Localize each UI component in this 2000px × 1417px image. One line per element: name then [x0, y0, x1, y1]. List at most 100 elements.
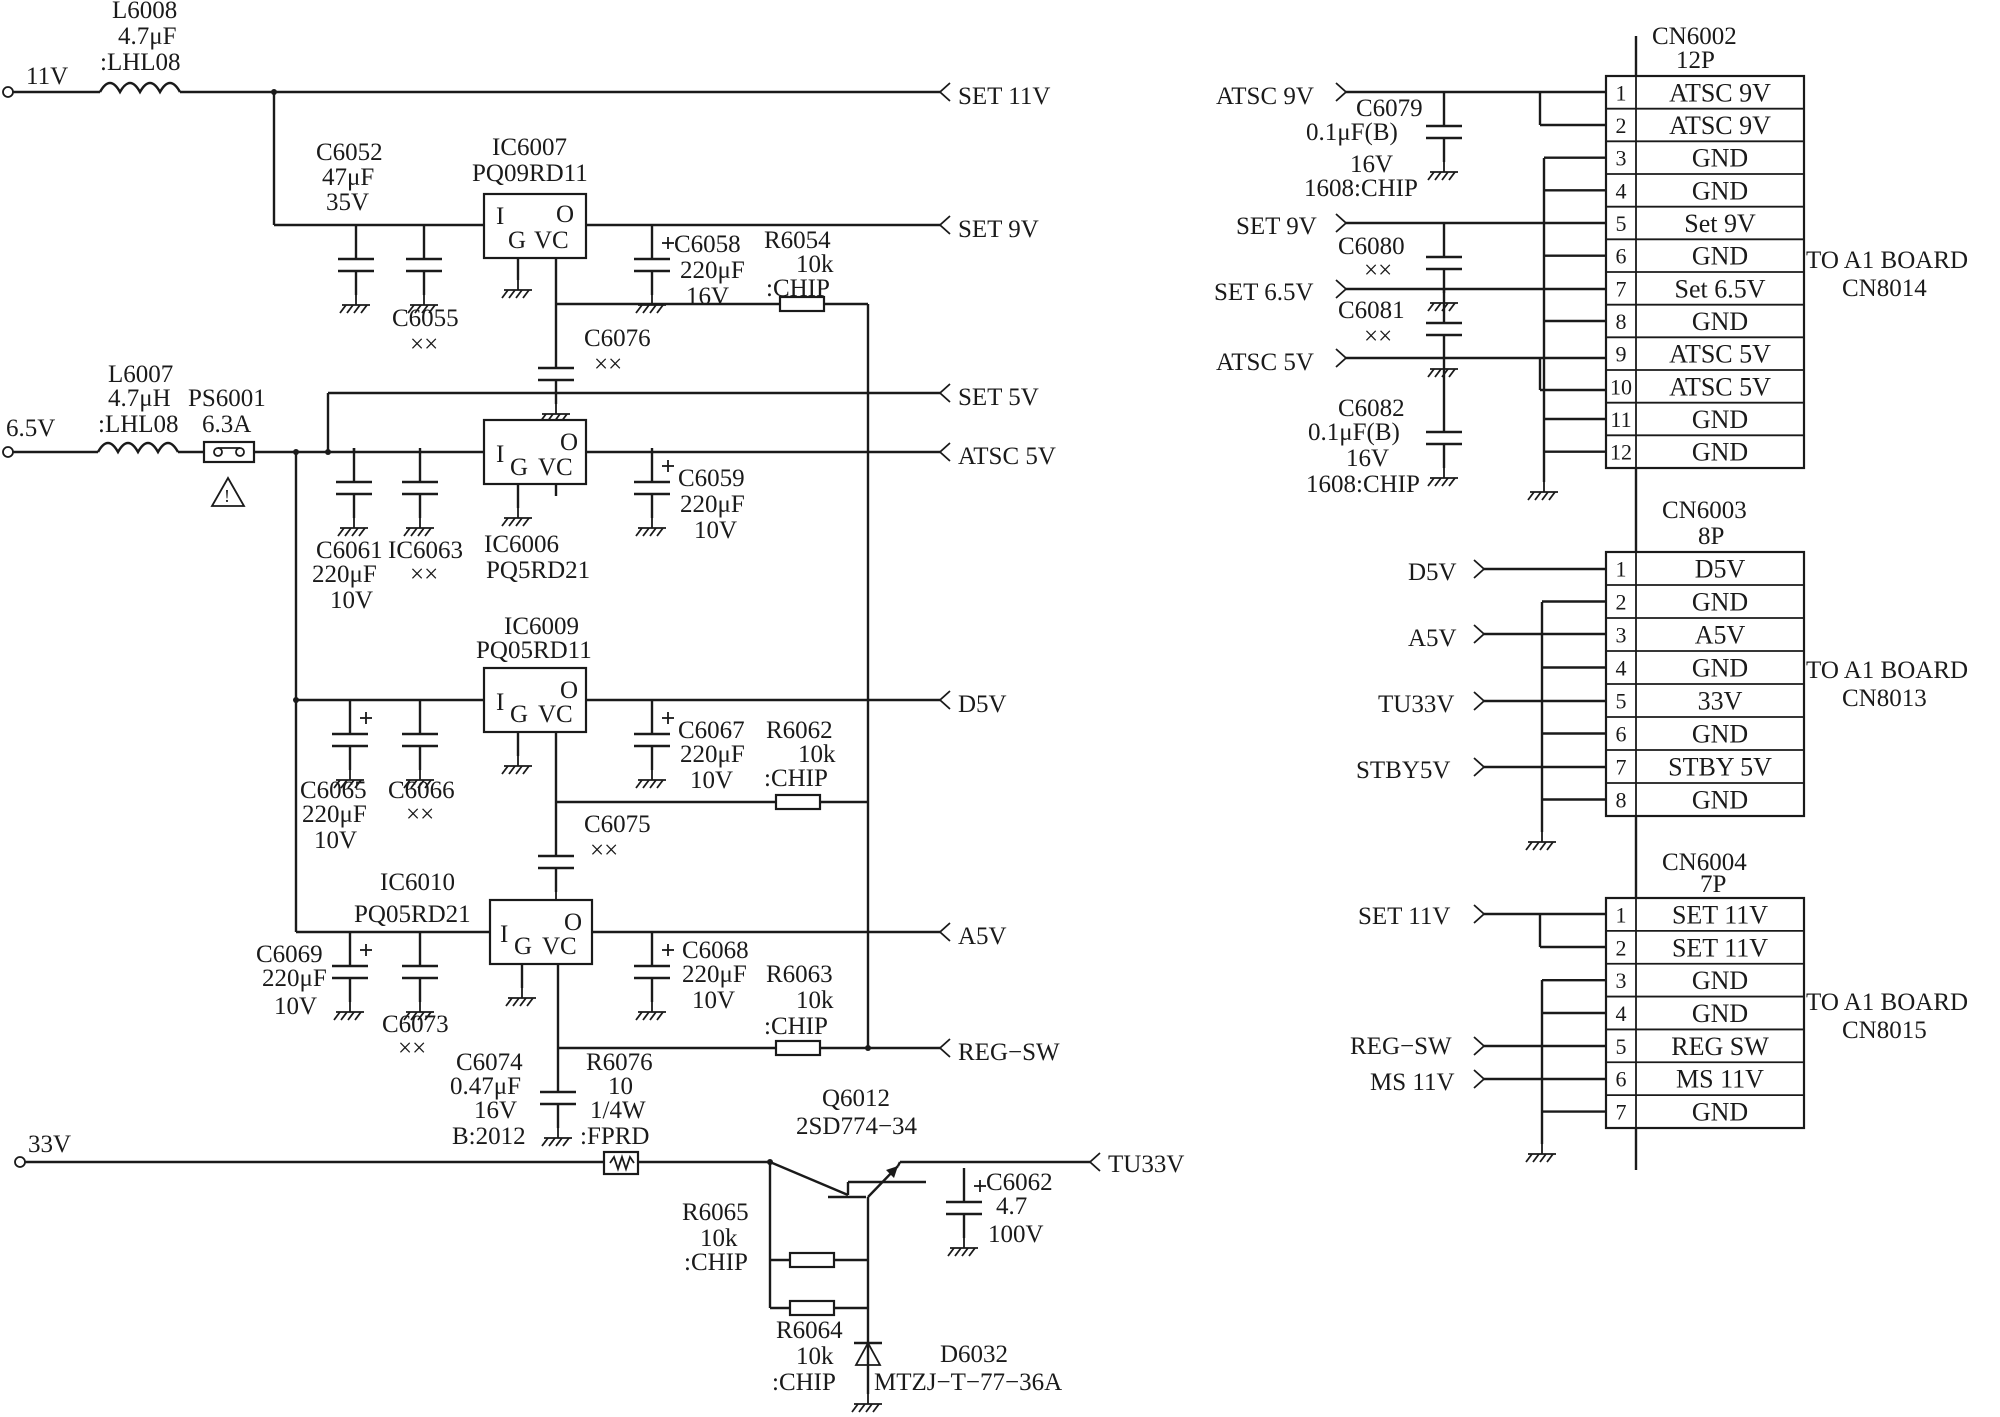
connector-pin-name: A5V	[1695, 621, 1746, 650]
c6075-ref: C6075	[584, 811, 651, 838]
terminal-33v	[14, 1156, 26, 1168]
terminal-11v	[2, 86, 14, 98]
l6007-value: 4.7μH	[108, 385, 171, 412]
svg-text:VC: VC	[534, 227, 569, 254]
c6069-ref: C6069	[256, 941, 323, 968]
signal-atsc9v: ATSC 9V	[1216, 83, 1314, 110]
c6074-voltage: 16V	[474, 1097, 517, 1124]
c6067-voltage: 10V	[690, 767, 733, 794]
connector-pin-number: 6	[1616, 244, 1627, 269]
signal-reg-sw: REG−SW	[1350, 1033, 1452, 1060]
capacitor-c6066	[402, 700, 438, 788]
r6063-value: 10k	[796, 987, 834, 1014]
c6052-value: 47μF	[322, 164, 374, 191]
capacitor-c6073	[402, 932, 438, 1020]
connector-pin-number: 4	[1616, 178, 1627, 203]
connector-pin-number: 5	[1616, 211, 1627, 236]
c6074-ref: C6074	[456, 1049, 523, 1076]
connector-pin-name: Set 9V	[1684, 209, 1756, 238]
r6054-type: :CHIP	[766, 275, 830, 302]
c6059-voltage: 10V	[694, 517, 737, 544]
signal-set65v: SET 6.5V	[1214, 279, 1314, 306]
c6074-type: B:2012	[452, 1123, 526, 1150]
c6065-voltage: 10V	[314, 827, 357, 854]
ic6007-ref: IC6007	[492, 134, 567, 161]
capacitor-c6075	[538, 822, 574, 910]
connector-pin-number: 6	[1616, 1067, 1627, 1092]
connector-pin-name: ATSC 9V	[1669, 78, 1771, 107]
c6067-ref: C6067	[678, 717, 745, 744]
ic6009-type: PQ05RD11	[476, 637, 592, 664]
r6065-ref: R6065	[682, 1199, 749, 1226]
cn6004-pin-count: 7P	[1700, 871, 1726, 898]
svg-text:VC: VC	[538, 454, 573, 481]
rail-33v: 33V R6076 10 1/4W :FPRD	[14, 1049, 849, 1308]
signal-ms11v: MS 11V	[1370, 1069, 1455, 1096]
connector-pin-number: 2	[1616, 590, 1627, 615]
output-set11v: SET 11V	[958, 83, 1050, 110]
output-atsc5v: ATSC 5V	[958, 443, 1056, 470]
c6081-ref: C6081	[1338, 297, 1405, 324]
c6063-value: ××	[410, 561, 438, 588]
svg-text:I: I	[496, 689, 504, 716]
svg-text:O: O	[560, 429, 578, 456]
connector-pin-number: 4	[1616, 656, 1627, 681]
connector-pin-name: GND	[1692, 1098, 1748, 1127]
output-reg-sw: REG−SW	[958, 1039, 1060, 1066]
connector-pin-name: GND	[1692, 966, 1748, 995]
svg-text:G: G	[514, 933, 532, 960]
capacitor-c6076	[538, 334, 574, 422]
input-11v-label: 11V	[26, 63, 68, 90]
c6052-voltage: 35V	[326, 189, 369, 216]
inductor-l6007	[96, 441, 180, 455]
svg-text:VC: VC	[542, 933, 577, 960]
c6082-value: 0.1μF(B)	[1308, 419, 1400, 446]
connector-pin-name: Set 6.5V	[1675, 274, 1766, 303]
c6079-type: 1608:CHIP	[1304, 175, 1418, 202]
signal-tu33v: TU33V	[1378, 691, 1454, 718]
r6076-watt: 1/4W	[590, 1097, 646, 1124]
connector-pin-name: GND	[1692, 999, 1748, 1028]
q6012-type: 2SD774−34	[796, 1113, 918, 1140]
r6076-type: :FPRD	[580, 1123, 649, 1150]
c6066-value: ××	[406, 801, 434, 828]
connector-pin-number: 10	[1610, 374, 1632, 399]
r6076-ref: R6076	[586, 1049, 653, 1076]
r6065-value: 10k	[700, 1225, 738, 1252]
r6062-ref: R6062	[766, 717, 833, 744]
svg-text:O: O	[556, 201, 574, 228]
connector-pin-name: ATSC 9V	[1669, 111, 1771, 140]
c6068-value: 220μF	[682, 961, 747, 988]
svg-text:G: G	[510, 454, 528, 481]
connector-pin-name: GND	[1692, 405, 1748, 434]
d6032-ref: D6032	[940, 1341, 1008, 1368]
resistor-r6065	[788, 1251, 836, 1269]
cn6002-ref: CN6002	[1652, 23, 1737, 50]
connector-pin-name: GND	[1692, 654, 1748, 683]
cn6003-dest: TO A1 BOARD	[1806, 657, 1968, 684]
connector-pin-number: 11	[1610, 407, 1631, 432]
connector-pin-number: 1	[1616, 557, 1627, 582]
input-6-5v-label: 6.5V	[6, 415, 55, 442]
ic6010-ref: IC6010	[380, 869, 455, 896]
connector-pin-number: 9	[1616, 342, 1627, 367]
c6068-voltage: 10V	[692, 987, 735, 1014]
c6079-ref: C6079	[1356, 95, 1423, 122]
cn6004-dest: TO A1 BOARD	[1806, 989, 1968, 1016]
capacitor-c6063	[402, 448, 438, 536]
connector-pin-number: 5	[1616, 1034, 1627, 1059]
connector-pin-number: 1	[1616, 902, 1627, 927]
output-d5v: D5V	[958, 691, 1007, 718]
connector-pin-number: 4	[1616, 1001, 1627, 1026]
l6007-type: :LHL08	[98, 411, 179, 438]
c6055-ref: C6055	[392, 305, 459, 332]
connector-pin-number: 3	[1616, 623, 1627, 648]
cn6002-dest: TO A1 BOARD	[1806, 247, 1968, 274]
fuse-resistor-r6076	[602, 1150, 640, 1176]
capacitor-c6065	[332, 700, 372, 788]
connector-pin-name: ATSC 5V	[1669, 372, 1771, 401]
cn6003-pin-count: 8P	[1698, 523, 1724, 550]
